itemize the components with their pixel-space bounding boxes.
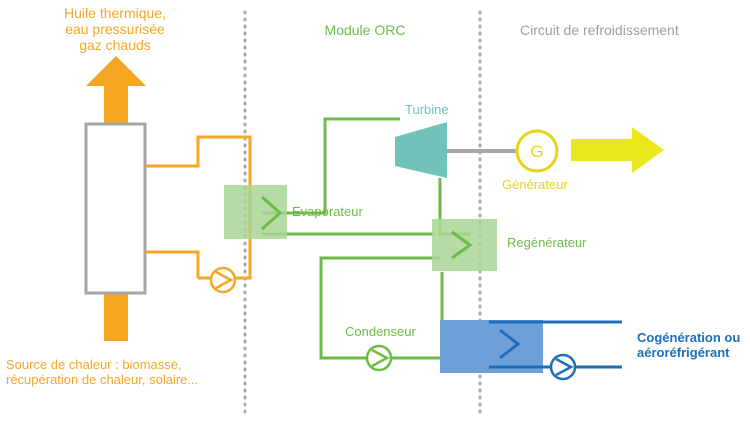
cooling-output-line-2: aéroréfrigérant — [637, 344, 730, 360]
condenser-pump-icon — [365, 344, 393, 372]
heat-medium-label: Huile thermique, eau pressurisée gaz cha… — [20, 5, 210, 53]
hot-loop-pipe — [146, 135, 252, 280]
regenerator-coil — [451, 230, 473, 260]
section-cooling-title: Circuit de refroidissement — [520, 22, 679, 38]
cooling-pump-icon — [549, 353, 577, 381]
heat-output-arrow — [86, 56, 146, 124]
condenser-box — [440, 320, 543, 373]
hot-loop-pipe-lower — [146, 250, 200, 278]
hot-loop-pump-icon — [209, 266, 237, 294]
turbine-icon — [395, 122, 447, 178]
heat-medium-line-1: Huile thermique, — [64, 5, 166, 21]
heat-exchanger-column — [84, 122, 147, 295]
evaporator-coil — [261, 195, 283, 231]
turbine-label: Turbine — [405, 102, 449, 117]
heat-source-label: Source de chaleur : biomasse, récupérati… — [6, 357, 199, 388]
orc-pipe-to-turbine — [262, 117, 400, 215]
heat-medium-line-3: gaz chauds — [79, 37, 151, 54]
generator-label: Générateur — [502, 177, 568, 192]
generator-symbol: G — [530, 142, 543, 161]
section-orc-title: Module ORC — [324, 22, 406, 38]
heat-medium-line-2: eau pressurisée — [65, 21, 165, 38]
evaporator-label: Evaporateur — [292, 204, 363, 219]
cooling-output-label: Cogénération ou aéroréfrigérant — [637, 330, 741, 361]
heat-input-bar — [104, 293, 128, 341]
condenser-label: Condenseur — [345, 324, 416, 339]
heat-source-line-2: récupération de chaleur, solaire... — [6, 371, 199, 387]
evaporator-box — [224, 185, 287, 239]
heat-source-line-1: Source de chaleur : biomasse, — [6, 357, 182, 372]
regenerator-label: Regénérateur — [507, 235, 587, 250]
generator-icon — [515, 129, 559, 173]
orc-pipe-regen-to-cond — [319, 256, 440, 360]
regenerator-box — [432, 219, 497, 271]
cooling-output-line-1: Cogénération ou — [637, 330, 741, 345]
condenser-coil — [499, 328, 521, 360]
power-output-arrow — [571, 127, 664, 173]
